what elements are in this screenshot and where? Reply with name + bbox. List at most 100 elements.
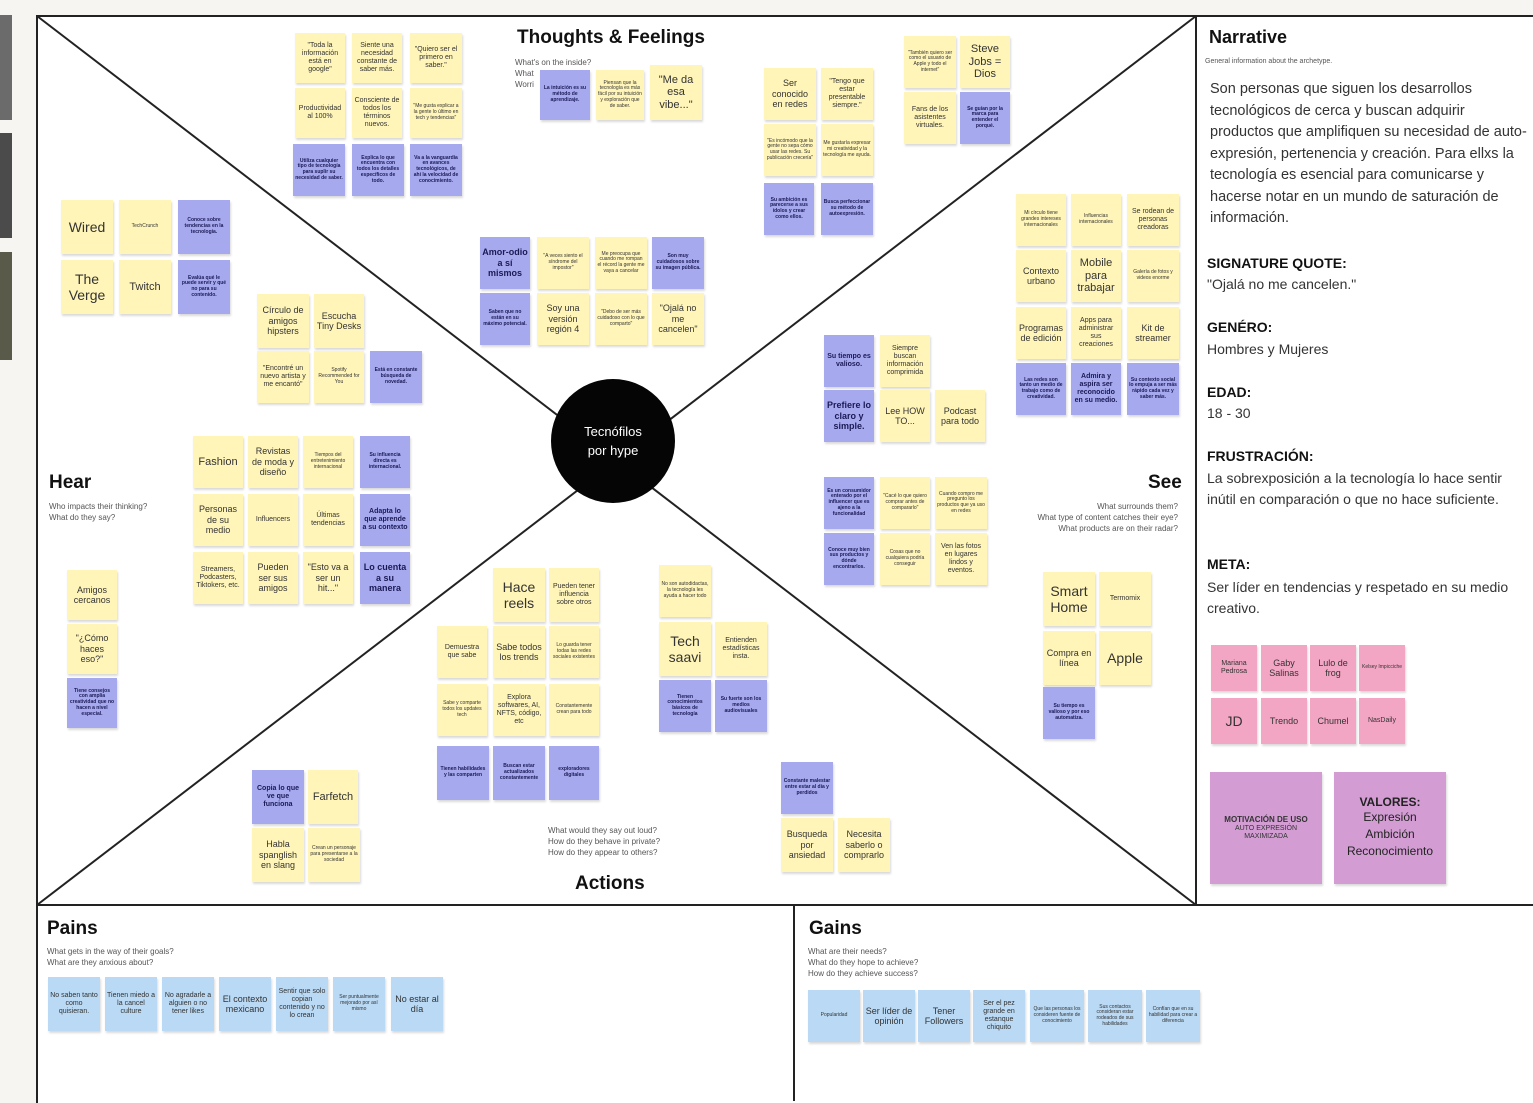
sticky-note: Copia lo que ve que funciona [252,770,304,824]
sticky-note: Ser puntualmente mejorado por así mismo [333,977,385,1031]
sticky-note: Conoce sobre tendencias en la tecnología… [178,200,230,254]
sticky-note: Revistas de moda y diseño [248,436,298,488]
sticky-note: Tienen conocimientos básicos de tecnolog… [659,680,711,732]
sticky-note: Sabe todos los trends [493,626,545,678]
sticky-note: Twitch [119,260,171,314]
gains-title: Gains [809,918,862,939]
sticky-note: Tiene consejos con amplia creatividad qu… [67,678,117,728]
genero-label: GENÉRO: [1207,319,1273,335]
narrative-title: Narrative [1209,27,1288,47]
sticky-note: Soy una versión región 4 [537,293,589,345]
sticky-note: Admira y aspira ser reconocido en su med… [1071,363,1121,415]
sticky-note: Productividad al 100% [295,88,345,138]
sticky-note: "Me gusta explicar a la gente lo último … [410,88,462,138]
sticky-note: Se guían por la marca para entender el p… [960,92,1010,144]
sticky-note: Cosas que no cualquiera podría conseguir [880,533,930,585]
hear-sub: Who impacts their thinking?What do they … [49,502,148,522]
sticky-note: Ven las fotos en lugares lindos y evento… [935,533,987,585]
sticky-note: Steve Jobs = Dios [960,36,1010,88]
sticky-note: "Tengo que estar presentable siempre." [821,68,873,120]
sticky-note: Su fuerte son los medios audiovisuales [715,680,767,732]
sticky-note: Su tiempo es valioso y por eso automatiz… [1043,687,1095,739]
sticky-note: "Ojalá no me cancelen" [652,293,704,345]
sticky-note: "Encontré un nuevo artista y me encantó" [257,351,309,403]
sticky-note: The Verge [61,260,113,314]
cropped-thumbnail [0,252,12,360]
sticky-note: Prefiere lo claro y simple. [824,390,874,442]
sticky-note: Las redes son tanto un medio de trabajo … [1016,363,1066,415]
sticky-note: Lo guarda tener todas las redes sociales… [549,626,599,678]
sticky-note: Ser el pez grande en estanque chiquito [973,990,1025,1042]
sticky-note: Conoce muy bien sus productos y dónde en… [824,533,874,585]
sticky-note: "También quiero ser como el usuario de A… [904,36,956,88]
sticky-note: Apps para administrar sus creaciones [1071,307,1121,359]
sticky-note: Mariana Pedrosa [1211,645,1257,691]
sticky-note: Evalúa qué le puede servir y qué no para… [178,260,230,314]
sticky-note: El contexto mexicano [219,977,271,1031]
hear-title: Hear [49,472,92,493]
sticky-note: "A veces siento el síndrome del impostor… [537,237,589,289]
sticky-note: Lulo de frog [1310,645,1356,691]
sticky-note: Siente una necesidad constante de saber … [352,33,402,83]
genero-value: Hombres y Mujeres [1207,341,1329,357]
sticky-note: Piensan que la tecnología es más fácil p… [596,70,644,120]
sticky-note: Círculo de amigos hipsters [257,294,309,348]
cropped-thumbnail [0,15,12,120]
sticky-note: Influencias internacionales [1071,194,1121,246]
sticky-note: Chumel [1310,698,1356,744]
sticky-note: Tech saavi [659,622,711,676]
sticky-note: Entienden estadísticas insta. [715,622,767,676]
sticky-note: Su tiempo es valioso. [824,335,874,387]
sticky-note: Termomix [1099,572,1151,626]
sticky-note: Amor-odio a sí mismos [480,237,530,289]
sticky-note: Consciente de todos los términos nuevos. [352,88,402,138]
sticky-note: Smart Home [1043,572,1095,626]
sticky-note: Amigos cercanos [67,570,117,620]
sticky-note: NasDaily [1359,698,1405,744]
sticky-note: Galería de fotos y videos enorme [1127,250,1179,302]
cropped-thumbnail [0,133,12,238]
sticky-note: "¿Cómo haces eso?" [67,624,117,674]
see-title: See [1148,472,1182,493]
sticky-note: Que las personas los consideren fuente d… [1030,990,1084,1042]
sticky-note: Kelsey Impicciche [1359,645,1405,691]
sticky-note: No son autodidactas, la tecnología les a… [659,565,711,617]
sticky-note: Fashion [193,436,243,488]
sticky-note: Su ambición es parecerse a sus ídolos y … [764,183,814,235]
sticky-note: Lee HOW TO... [880,390,930,442]
sticky-note: Kit de streamer [1127,307,1179,359]
sticky-note: Su influencia directa es internacional. [360,436,410,488]
sticky-note: Son muy cuidadosos sobre su imagen públi… [652,237,704,289]
sticky-note: "Quiero ser el primero en saber." [410,33,462,83]
sticky-note: JD [1211,698,1257,744]
thoughts-feelings-title: Thoughts & Feelings [517,27,705,48]
sticky-note: Farfetch [308,770,358,824]
pains-title: Pains [47,918,98,939]
sticky-note: Influencers [248,494,298,546]
sticky-note: Está en constante búsqueda de novedad. [370,351,422,403]
sticky-note: Utiliza cualquier tipo de tecnología par… [293,144,345,196]
sticky-note: Explora softwares, AI, NFTS, código, etc [493,684,545,736]
narrative-sub: General information about the archetype. [1205,58,1333,65]
see-sub: What surrounds them?What type of content… [1037,502,1178,533]
sticky-note: Compra en línea [1043,631,1095,685]
sticky-note: "Esto va a ser un hit..." [303,552,353,604]
sticky-note: Ser conocido en redes [764,68,816,120]
sticky-note: Saben que no están en su máximo potencia… [480,293,530,345]
sticky-note: Busca perfeccionar su método de autoexpr… [821,183,873,235]
sticky-note: "Me da esa vibe..." [650,65,702,120]
sticky-note: No estar al día [391,977,443,1031]
sticky-note: Mi círculo tiene grandes intereses inter… [1016,194,1066,246]
sticky-note: "Es incómodo que la gente no sepa cómo u… [764,124,816,176]
sticky-note: "Toda la información está en google" [295,33,345,83]
sticky-note: Demuestra que sabe [437,626,487,678]
sticky-note: Personas de su medio [193,494,243,546]
sticky-note: No saben tanto como quisieran. [48,977,100,1031]
sticky-note: Hace reels [493,568,545,622]
signature-quote: "Ojalá no me cancelen." [1207,276,1357,292]
sticky-note: Popularidad [808,990,860,1042]
sticky-note: Fans de los asistentes virtuales. [904,92,956,144]
sticky-note: Confían que en su habilidad para crear a… [1146,990,1200,1042]
meta-value: Ser líder en tendencias y respetado en s… [1207,579,1509,616]
